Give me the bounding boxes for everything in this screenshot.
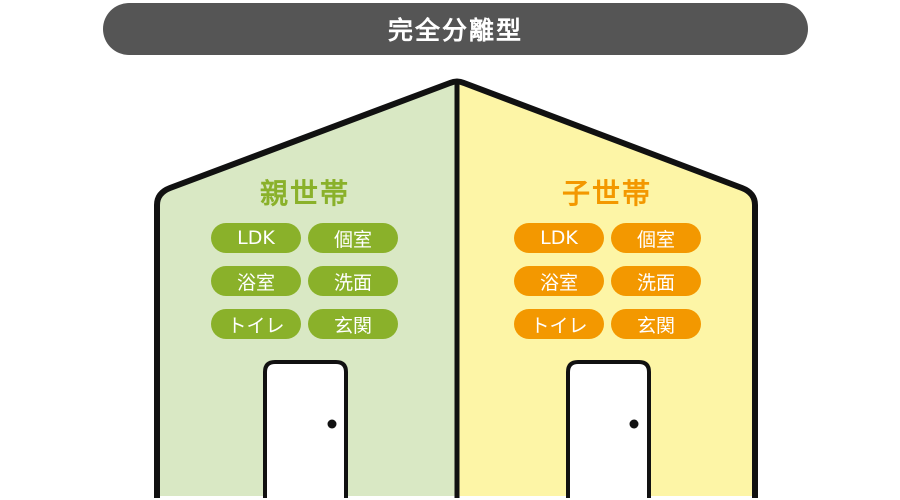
child-room-ldk: LDK [514,223,604,253]
parent-room-bath: 浴室 [211,266,301,296]
parent-door [263,360,348,498]
page-title: 完全分離型 [103,3,808,55]
parent-room-washroom: 洗面 [308,266,398,296]
parent-room-ldk: LDK [211,223,301,253]
parent-room-toilet: トイレ [211,309,301,339]
child-room-bath: 浴室 [514,266,604,296]
child-room-entrance: 玄関 [611,309,701,339]
child-household-label: 子世帯 [561,177,652,210]
child-door [566,360,651,498]
parent-room-private: 個室 [308,223,398,253]
parent-side [157,82,457,496]
child-side [457,82,755,496]
child-room-private: 個室 [611,223,701,253]
child-room-toilet: トイレ [514,309,604,339]
house-outline [154,78,758,498]
parent-household-label: 親世帯 [259,177,350,210]
parent-room-entrance: 玄関 [308,309,398,339]
child-room-washroom: 洗面 [611,266,701,296]
